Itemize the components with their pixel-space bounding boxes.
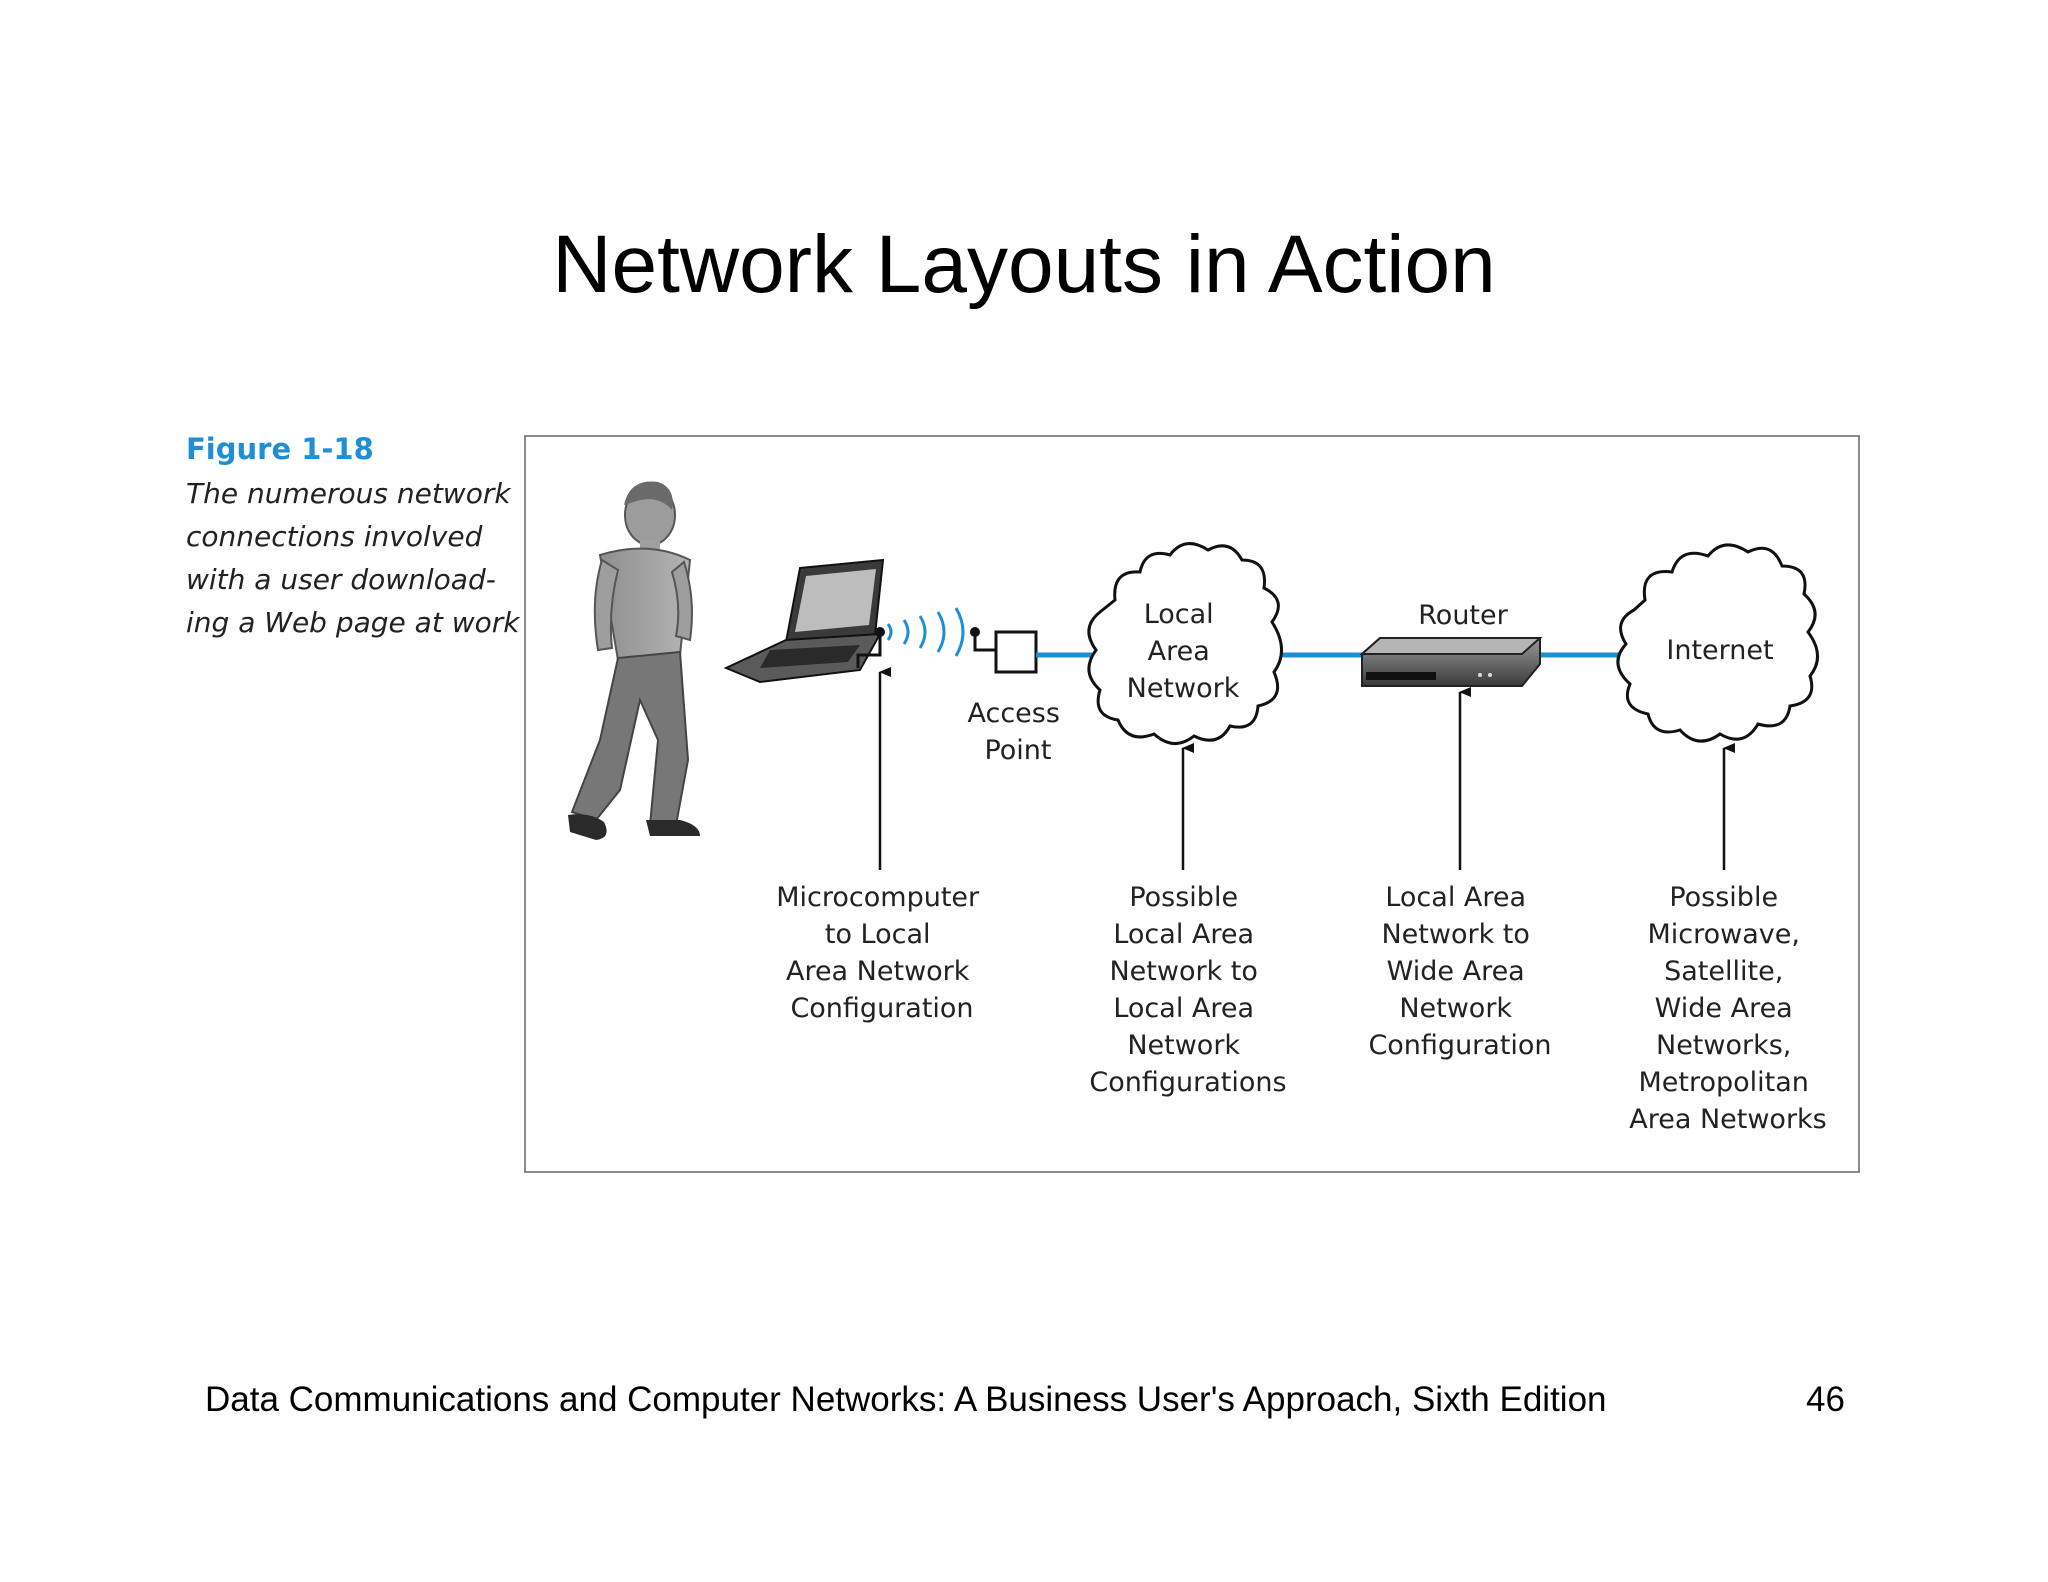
laptop-antenna-icon xyxy=(856,627,885,668)
annotation-lan-to-lan: Possible Local Area Network to Local Are… xyxy=(1089,882,1286,1098)
user-person-icon xyxy=(568,481,700,840)
annotation-lan-to-wan: Local Area Network to Wide Area Network … xyxy=(1368,882,1551,1061)
access-point-icon xyxy=(970,627,1038,674)
lan-label: Local Area Network xyxy=(1127,599,1240,704)
caption-line: connections involved xyxy=(186,520,483,553)
caption-line: ing a Web page at work xyxy=(186,606,520,639)
annotation-wide-area-options: Possible Microwave, Satellite, Wide Area… xyxy=(1629,882,1827,1135)
lan-cloud-icon xyxy=(1087,542,1283,745)
wireless-signal-icon xyxy=(886,607,965,657)
slide-title: Network Layouts in Action xyxy=(552,219,1496,310)
figure-description: The numerous network connections involve… xyxy=(186,472,520,644)
annotation-arrows xyxy=(878,667,1735,870)
internet-label: Internet xyxy=(1666,635,1773,666)
figure-number: Figure 1-18 xyxy=(186,432,374,466)
annotation-microcomputer-to-lan: Microcomputer to Local Area Network Conf… xyxy=(776,882,987,1024)
caption-line: The numerous network xyxy=(186,477,511,510)
router-label: Router xyxy=(1418,600,1508,631)
slide-footer: Data Communications and Computer Network… xyxy=(205,1380,1607,1419)
laptop-icon xyxy=(723,558,885,684)
internet-cloud-icon xyxy=(1616,543,1819,743)
access-point-label: Access Point xyxy=(967,698,1068,766)
router-icon xyxy=(1359,637,1543,687)
page-number: 46 xyxy=(1806,1380,1845,1419)
caption-line: with a user download- xyxy=(186,563,496,596)
figure-caption: Figure 1-18 The numerous network connect… xyxy=(186,432,520,644)
